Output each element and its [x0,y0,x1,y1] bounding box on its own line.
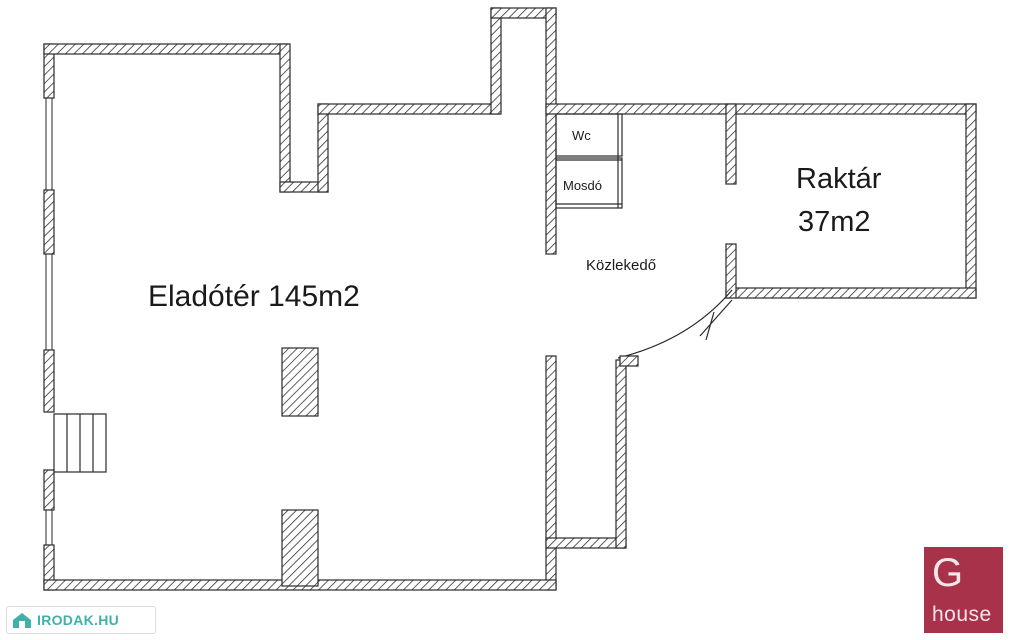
stairs [53,413,107,473]
washroom-cell [555,157,623,209]
ghouse-logo: G house [924,547,1003,633]
column-bottom [281,509,319,587]
wall-storage-left-top [725,103,737,185]
wall-corridor-left [545,355,557,591]
logo-letter: G [932,551,964,595]
wall-notch-right [317,103,329,193]
wall-right [965,103,977,299]
irodak-watermark: IRODAK.HU [6,606,156,634]
corridor-label: Közlekedő [586,257,656,274]
house-icon [13,613,31,628]
door-swing [617,289,733,367]
wall-top-sales [43,43,290,55]
wall-top-right [545,103,977,115]
wall-shaft-right [545,7,557,255]
column-middle [281,347,319,417]
wall-left-bottom [43,469,55,511]
logo-word: house [932,603,992,626]
wall-storage-bottom [725,287,977,299]
wc-label: Wc [572,128,591,143]
storage-area-label: 37m2 [798,206,871,238]
washroom-label: Mosdó [563,178,602,193]
wall-shaft-left [490,7,502,115]
wall-notch-left [279,43,291,193]
wc-cell [555,113,623,157]
wall-corridor-bottom [545,537,627,549]
wall-top-mid [317,103,501,115]
wall-left-mid2 [43,349,55,413]
watermark-text: IRODAK.HU [37,612,120,628]
wall-corridor-right [615,359,627,549]
storage-name-label: Raktár [796,163,882,195]
sales-area-label: Eladótér 145m2 [148,280,360,313]
wall-left-mid1 [43,189,55,255]
wall-storage-left-bottom [725,243,737,299]
